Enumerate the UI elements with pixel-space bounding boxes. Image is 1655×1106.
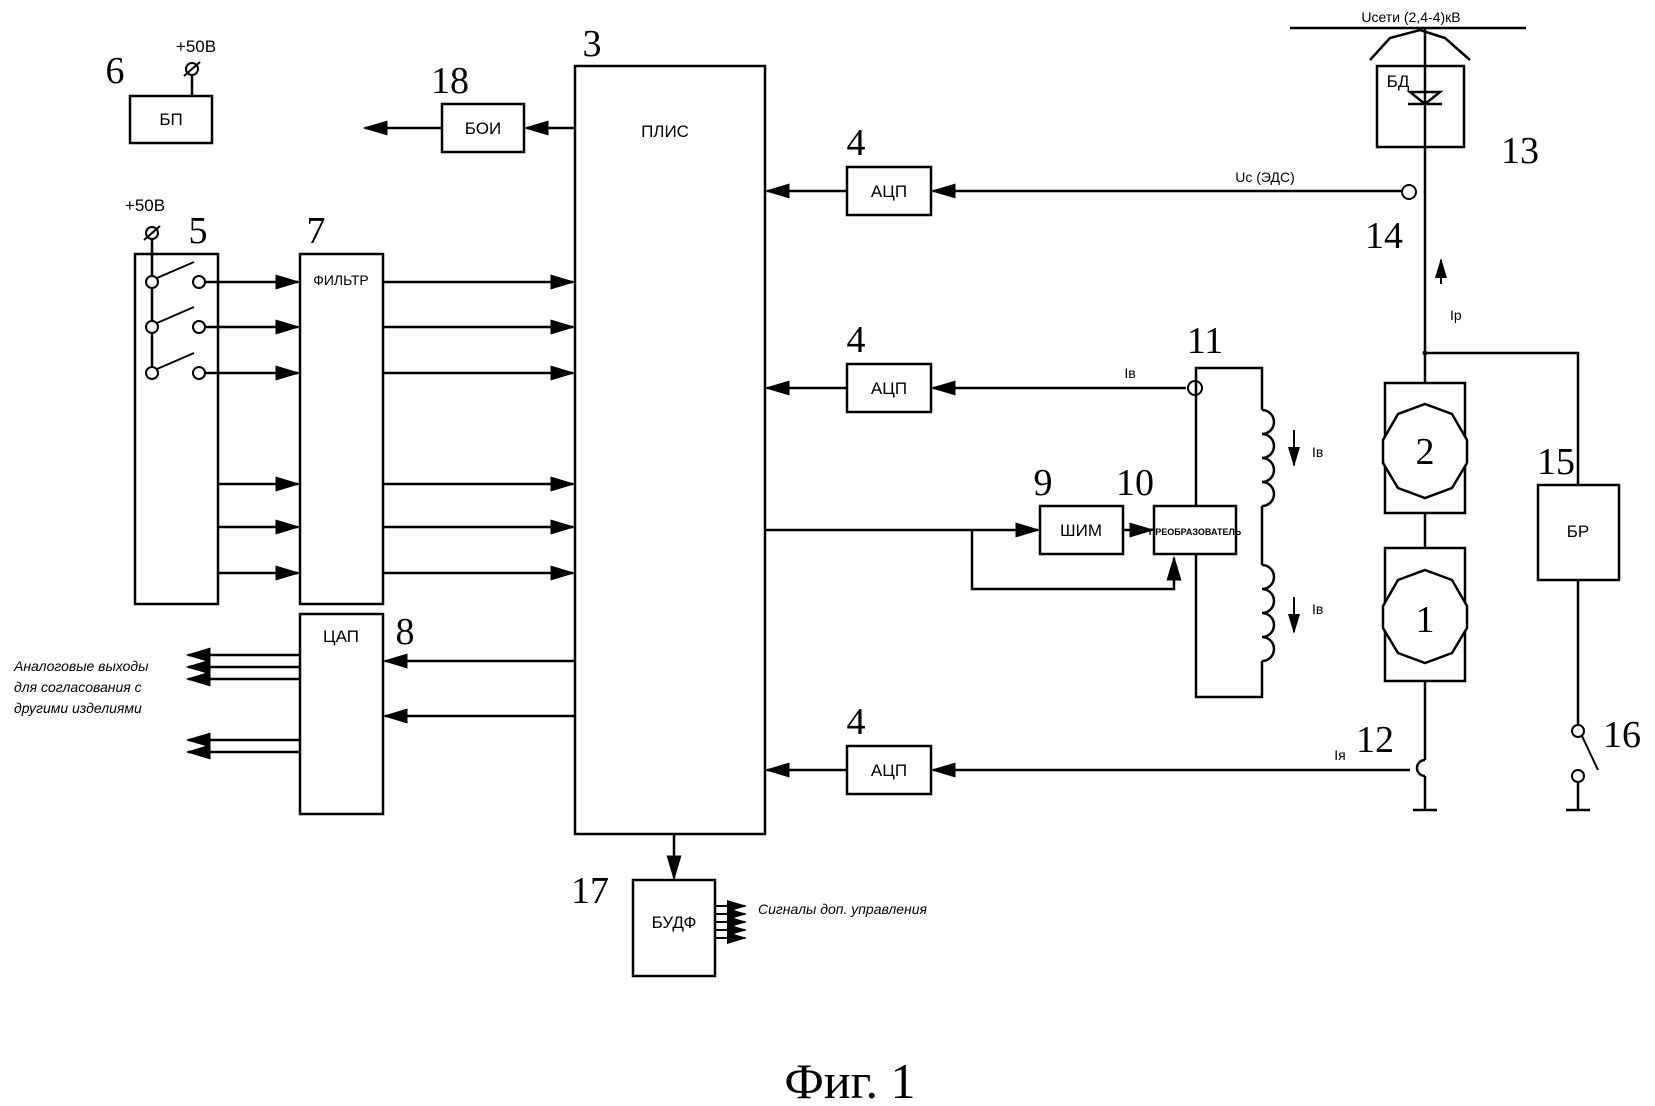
current-sensor-icon [1415,758,1426,778]
adc-label: АЦП [871,379,907,398]
ref-number-6: 6 [106,50,125,92]
converter-label: ПРЕОБРАЗОВАТЕЛЬ [1149,527,1242,537]
power-supply-block: БП 6 +50В [106,37,216,145]
converter-block: ПРЕОБРАЗОВАТЕЛЬ 10 [1116,462,1242,556]
ib-coil-label: Iв [1312,601,1323,617]
pwm-block: ШИМ 9 [765,462,1182,591]
switch-block: 5 +50В [125,196,301,606]
pwm-label: ШИМ [1060,521,1102,540]
analog-outputs-text: другими изделиями [14,700,142,716]
boi-label: БОИ [465,119,501,138]
ref-number-5: 5 [189,210,208,252]
ia-signal-label: Iя [1334,747,1345,763]
figure-caption: Фиг. 1 [784,1053,915,1106]
ref-number-17: 17 [571,870,609,912]
uc-signal-label: Uc (ЭДС) [1235,169,1295,185]
ib-signal-label: Iв [1124,365,1135,381]
budf-label: БУДФ [652,913,697,932]
filter-block: ФИЛЬТР 7 [298,210,576,606]
catenary-network: Uсети (2,4-4)кВ [1290,9,1526,61]
pantograph-icon [1369,28,1471,61]
diode-block-label: БД [1387,72,1410,91]
traction-motor-2: 2 [1381,381,1469,515]
ref-number-13: 13 [1501,130,1539,172]
ref-number-3: 3 [583,23,602,65]
ref-number-10: 10 [1116,462,1154,504]
extra-control-text: Сигналы доп. управления [758,901,928,917]
diode-block: БД 13 [1375,64,1539,172]
ref-number-14: 14 [1365,215,1403,257]
switch-icon [1581,735,1599,771]
analog-outputs-text: для согласования с [14,679,142,695]
ref-number-8: 8 [396,611,415,653]
adc-label: АЦП [871,761,907,780]
traction-motor-1: 1 [1381,546,1469,683]
ref-number-2: 2 [1416,431,1435,473]
power-supply-label: БП [159,110,182,129]
adc-block-3: АЦП 4 Iя [764,701,1410,796]
supply-voltage-label: +50В [176,37,216,56]
ref-number-4: 4 [847,701,866,743]
ref-number-4: 4 [847,122,866,164]
resistor-block: БР 15 [1536,441,1621,582]
ref-number-4: 4 [847,319,866,361]
filter-label: ФИЛЬТР [313,272,369,288]
ib-coil-label: Iв [1312,444,1323,460]
network-voltage-label: Uсети (2,4-4)кВ [1361,9,1460,25]
extra-control-block: БУДФ 17 Сигналы доп. управления [571,834,928,978]
field-winding: 11 Iв Iв [1187,320,1323,699]
ref-number-18: 18 [431,60,469,102]
dac-block: ЦАП 8 [185,611,575,816]
info-output-block: БОИ 18 [362,60,575,154]
supply-voltage-label: +50В [125,196,165,215]
br-label: БР [1567,522,1590,541]
voltage-tap-icon [1401,184,1417,200]
ref-number-15: 15 [1537,441,1575,483]
ref-number-9: 9 [1034,462,1053,504]
ip-signal-label: Iр [1450,307,1462,323]
ref-number-12: 12 [1356,719,1394,761]
fpga-label: ПЛИС [641,122,689,141]
ref-number-7: 7 [307,210,326,252]
adc-block-1: АЦП 4 Uc (ЭДС) [764,122,1417,217]
adc-label: АЦП [871,182,907,201]
ref-number-16: 16 [1603,714,1641,756]
ref-number-11: 11 [1187,320,1224,362]
fpga-block: ПЛИС 3 [573,23,767,836]
ref-number-1: 1 [1416,599,1435,641]
analog-outputs-text: Аналоговые выходы [13,658,149,674]
dac-label: ЦАП [323,627,359,646]
adc-block-2: АЦП 4 Iв [764,319,1186,414]
